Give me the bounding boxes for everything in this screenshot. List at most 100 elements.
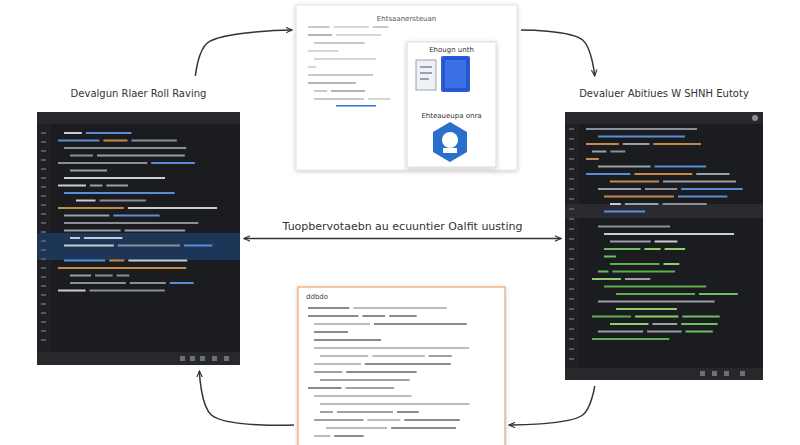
editor-gutter (565, 124, 579, 368)
code-line (314, 347, 469, 349)
code-line (117, 275, 130, 277)
line-number-mark (41, 222, 46, 224)
code-line (128, 207, 217, 209)
line-number-mark (41, 195, 46, 197)
code-line (314, 363, 361, 365)
line-number-mark (41, 132, 46, 134)
panel-icon (752, 115, 758, 121)
code-line (132, 140, 177, 142)
flow-arrow (195, 30, 292, 76)
document-card: EhtsaanersteuanEhougn unthEhteaueupa onr… (296, 5, 517, 170)
code-line (655, 241, 678, 243)
code-line (70, 155, 93, 157)
code-line (106, 185, 128, 187)
line-number-mark (41, 168, 46, 170)
document-header: Ehtsaanersteuan (377, 15, 436, 23)
code-line (90, 290, 165, 292)
card-caption: Ehteaueupa onra (421, 112, 481, 120)
line-number-mark (569, 348, 574, 350)
code-line (681, 323, 717, 325)
code-line (604, 196, 674, 198)
line-number-mark (41, 240, 46, 242)
code-line (592, 316, 631, 318)
code-line (314, 419, 363, 421)
hexagon-icon (433, 122, 467, 162)
code-line (598, 166, 651, 168)
document-icon-line (420, 72, 432, 74)
code-line (308, 387, 342, 389)
code-line (64, 260, 105, 262)
code-line (429, 355, 452, 357)
status-icon (740, 371, 745, 376)
code-line (592, 338, 669, 340)
code-line (625, 203, 659, 205)
status-icon (712, 371, 717, 376)
code-line (320, 403, 470, 405)
code-line (314, 90, 327, 92)
code-line (320, 355, 368, 357)
highlight-band (37, 233, 240, 260)
editor-panel (565, 112, 763, 380)
document-card: ddbdo (298, 287, 505, 445)
code-line (58, 290, 86, 292)
line-number-mark (569, 248, 574, 250)
code-line (616, 308, 677, 310)
line-number-mark (41, 294, 46, 296)
code-line (314, 371, 342, 373)
line-number-mark (569, 258, 574, 260)
line-number-mark (569, 278, 574, 280)
code-line (64, 192, 175, 194)
code-line (616, 293, 695, 295)
line-number-mark (569, 298, 574, 300)
code-line (308, 82, 356, 84)
code-line (644, 248, 660, 250)
code-line (128, 260, 187, 262)
document-icon-line (420, 66, 432, 68)
code-line (336, 34, 381, 36)
code-line (623, 143, 650, 145)
book-cover (444, 59, 467, 89)
code-line (95, 275, 113, 277)
code-line (314, 98, 364, 100)
code-line (58, 140, 99, 142)
code-line (598, 331, 643, 333)
code-line (604, 286, 706, 288)
code-line (130, 282, 166, 284)
line-number-mark (41, 186, 46, 188)
code-line (634, 173, 692, 175)
code-line (320, 411, 333, 413)
line-number-mark (569, 218, 574, 220)
line-number-mark (569, 168, 574, 170)
code-line (625, 278, 650, 280)
code-line (64, 177, 165, 179)
status-icon (200, 356, 205, 361)
line-number-mark (569, 178, 574, 180)
code-line (64, 147, 186, 149)
status-icon (180, 356, 185, 361)
line-number-mark (41, 312, 46, 314)
code-line (84, 237, 122, 239)
code-line (686, 331, 713, 333)
code-line (58, 162, 147, 164)
document-card (296, 5, 517, 170)
inner-card (407, 42, 496, 167)
code-line (64, 230, 121, 232)
code-line (604, 256, 616, 258)
status-bar (37, 352, 240, 365)
code-line (678, 196, 727, 198)
code-line (334, 26, 369, 28)
code-line (320, 379, 410, 381)
status-icon (190, 356, 195, 361)
code-line (604, 233, 734, 235)
code-line (647, 331, 681, 333)
code-line (653, 143, 700, 145)
document-icon-line (420, 78, 429, 80)
editor-panel: Devaluer Abitiues W SHNH Eutoty (565, 112, 763, 380)
code-line (598, 136, 685, 138)
status-bar (565, 368, 763, 380)
code-line (612, 271, 675, 273)
line-number-mark (41, 141, 46, 143)
document-icon (416, 60, 436, 90)
code-line (652, 323, 677, 325)
card-title: Ehougn unth (429, 46, 474, 54)
